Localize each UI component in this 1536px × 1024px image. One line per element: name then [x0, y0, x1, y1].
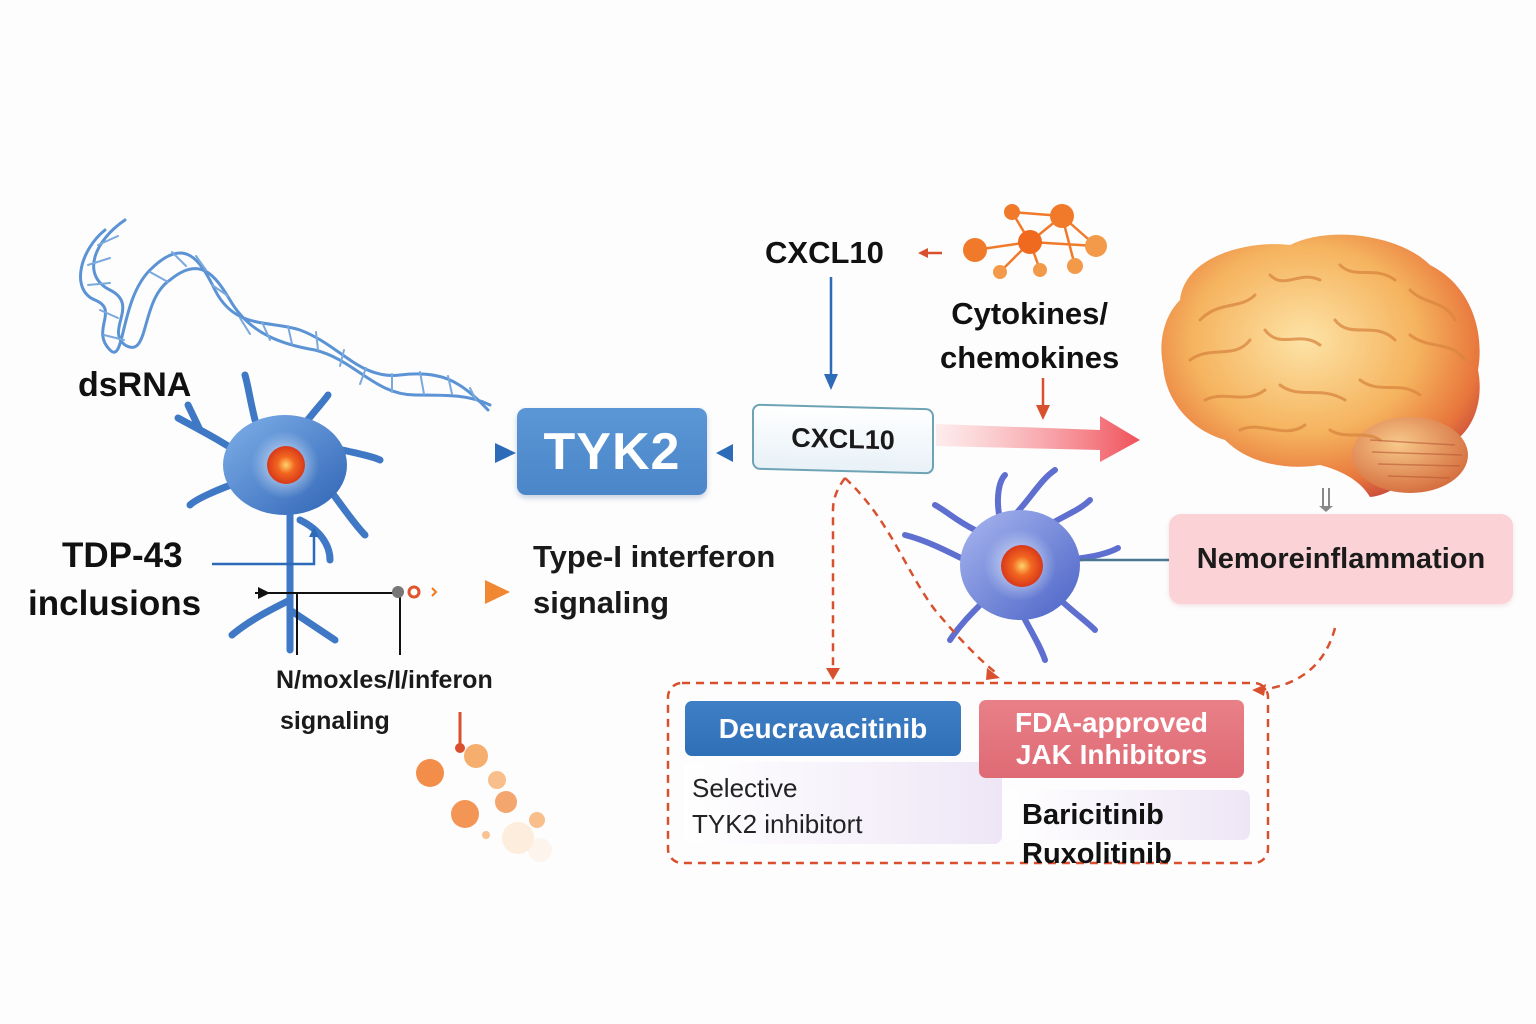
cxcl10-top-label: CXCL10 — [765, 235, 884, 270]
cytokines-label-line1: Cytokines/ — [951, 296, 1108, 331]
nmox-label-line1: N/moxles/I/inferon — [276, 666, 493, 694]
type1-label-line1: Type-I interferon — [533, 539, 776, 574]
dsrna-helix-icon — [79, 218, 492, 412]
neuroinflammation-node: Nemoreinflammation — [1169, 514, 1513, 604]
brain-icon — [1161, 234, 1480, 512]
neuron-icon — [174, 371, 384, 654]
fda-badge-line1: FDA-approved — [1015, 707, 1208, 738]
selective-label-line1: Selective — [692, 773, 798, 803]
cytokine-particles-icon — [416, 744, 552, 862]
cytokines-label-line2: chemokines — [940, 340, 1120, 375]
jak-drug-list: Baricitinib Ruxolitinib — [1022, 796, 1172, 874]
microglia-icon — [902, 467, 1169, 663]
selective-label-line2: TYK2 inhibitort — [692, 809, 863, 839]
selective-inhibitor-panel — [684, 762, 1002, 844]
nmox-label-line2: signaling — [280, 707, 390, 735]
cytokine-network-icon — [963, 204, 1107, 279]
baricitinib-label: Baricitinib — [1022, 799, 1164, 831]
cxcl10-node: CXCL10 — [752, 403, 934, 475]
selective-tyk2-inhibitor-label: Selective TYK2 inhibitort — [692, 770, 863, 842]
fda-approved-jak-badge: FDA-approved JAK Inhibitors — [979, 700, 1244, 778]
jak-inhibitor-panel — [1002, 790, 1250, 840]
fda-badge-line2: JAK Inhibitors — [1015, 739, 1208, 770]
tyk2-node: TYK2 — [517, 408, 707, 495]
interferon-signaling-label: N/moxles/I/inferon signaling — [276, 660, 493, 742]
tdp43-label-line1: TDP-43 — [62, 536, 183, 575]
cytokines-chemokines-label: Cytokines/ chemokines — [940, 292, 1119, 380]
dsrna-label: dsRNA — [78, 366, 192, 404]
tdp43-label-line2: inclusions — [28, 584, 202, 623]
type1-label-line2: signaling — [533, 585, 670, 620]
type1-interferon-label: Type-I interferon signaling — [533, 534, 775, 626]
tdp43-inclusions-label: TDP-43 inclusions — [28, 532, 201, 628]
ruxolitinib-label: Ruxolitinib — [1022, 838, 1172, 870]
deucravacitinib-badge: Deucravacitinib — [685, 701, 961, 756]
